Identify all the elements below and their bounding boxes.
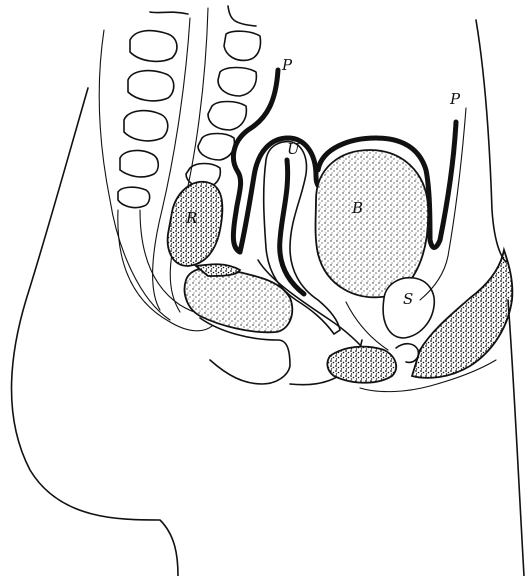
labia [396,344,418,363]
label-b: B [351,199,363,217]
label-u: U [287,140,301,158]
bladder [316,150,429,297]
perineal-body [327,347,396,383]
label-r: R [185,209,197,227]
thigh-front [508,300,524,576]
body-outline-back [12,88,179,576]
label-p-right: P [449,90,461,108]
urethra [346,302,388,350]
label-s: S [403,290,413,308]
abdominal-wall-outer [476,20,506,262]
label-p-upper: P [281,56,293,74]
